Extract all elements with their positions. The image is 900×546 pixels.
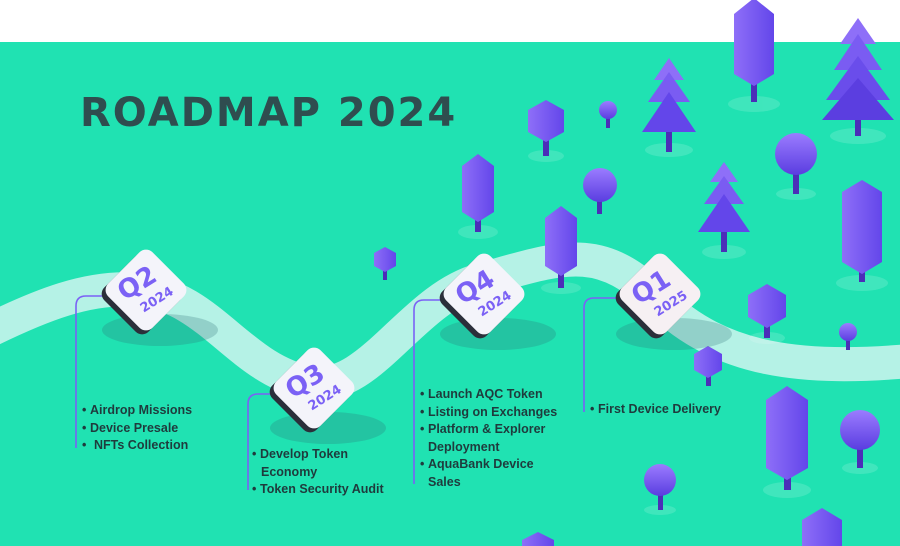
list-item: Airdrop Missions <box>82 402 192 420</box>
tree-capsule <box>734 0 774 102</box>
tree-round <box>644 464 676 510</box>
tree-round <box>599 101 617 128</box>
tree-hex <box>522 532 554 546</box>
connector-lines <box>75 295 618 490</box>
list-item: Listing on Exchanges <box>420 404 557 422</box>
tree-round <box>583 168 617 214</box>
list-item-continuation: Deployment <box>428 439 500 454</box>
list-item: Platform & Explorer <box>420 421 557 439</box>
milestone-tile-q4: Q4 2024 <box>439 253 556 350</box>
page-title: ROADMAP 2024 <box>80 90 458 136</box>
milestone-tile-q1: Q1 2025 <box>615 253 732 350</box>
tree-hex <box>528 100 564 156</box>
milestone-list-q1: First Device Delivery <box>590 401 721 419</box>
list-item: NFTs Collection <box>82 437 192 455</box>
list-item: Launch AQC Token <box>420 386 557 404</box>
tree-pine <box>642 58 696 152</box>
tree-hex <box>694 346 722 386</box>
list-item: AquaBank Device <box>420 456 557 474</box>
list-item: Token Security Audit <box>252 481 384 499</box>
tree-capsule <box>545 206 577 288</box>
tree-round <box>840 410 880 468</box>
tree-round <box>839 323 857 350</box>
tree-pine <box>822 18 894 136</box>
milestone-list-q2: Airdrop Missions Device Presale NFTs Col… <box>82 402 192 455</box>
tree-pine <box>698 162 750 252</box>
tree-hex <box>374 247 396 280</box>
milestone-tile-q3: Q3 2024 <box>269 347 386 444</box>
list-item-continuation: Sales <box>428 474 461 489</box>
list-item: Device Presale <box>82 420 192 438</box>
milestone-list-q3: Develop Token Economy Token Security Aud… <box>252 446 384 499</box>
tree-round <box>775 133 817 194</box>
list-item: Develop Token <box>252 446 384 464</box>
milestone-list-q4: Launch AQC Token Listing on Exchanges Pl… <box>420 386 557 491</box>
tree-capsule <box>462 154 494 232</box>
list-item: First Device Delivery <box>590 401 721 419</box>
tree-capsule <box>766 386 808 490</box>
tree-hex <box>748 284 786 338</box>
tree-capsule <box>802 508 842 546</box>
tree-capsule <box>842 180 882 282</box>
list-item-continuation: Economy <box>261 464 318 479</box>
